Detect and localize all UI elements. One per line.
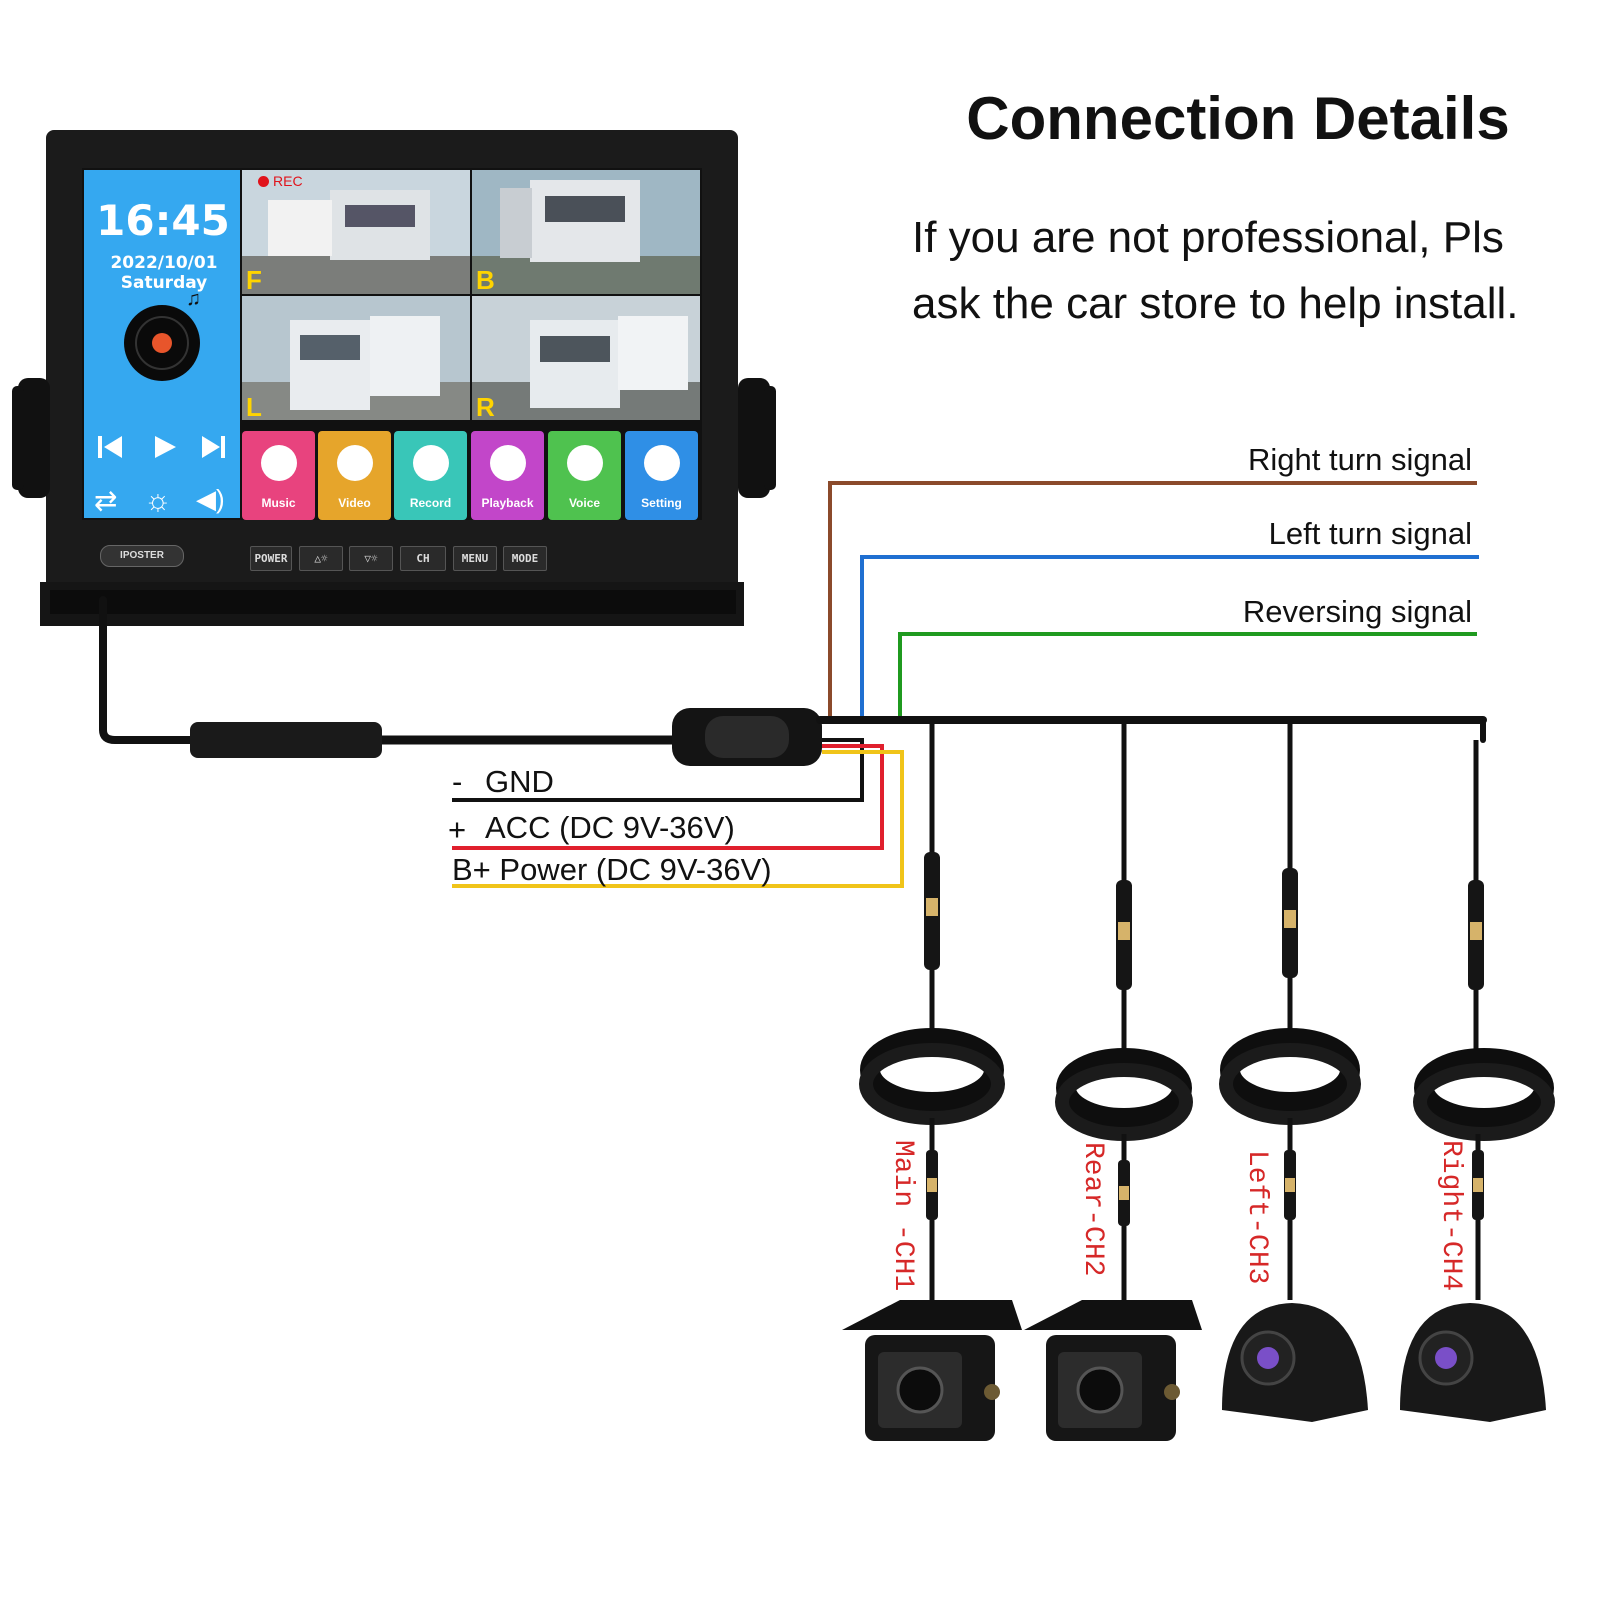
playback-icon xyxy=(490,445,526,481)
gnd-label: GND xyxy=(485,764,554,799)
camera-branch-ch1 xyxy=(842,720,1022,1441)
camera-quadrants xyxy=(242,170,700,420)
reversing-wire xyxy=(898,632,1477,716)
install-note-line-1: If you are not professional, Pls xyxy=(912,213,1504,262)
app-music[interactable]: Music xyxy=(242,431,315,520)
menu-button[interactable]: MENU xyxy=(453,546,497,571)
install-note: If you are not professional, Pls ask the… xyxy=(912,205,1592,337)
left-turn-wire xyxy=(860,555,1479,716)
screen-date: 2022/10/01 Saturday xyxy=(110,253,218,293)
app-video[interactable]: Video xyxy=(318,431,391,520)
acc-label: ACC (DC 9V-36V) xyxy=(485,810,735,845)
gnd-sign: - xyxy=(452,764,463,799)
quadrant-label-front: F xyxy=(246,265,262,295)
svg-text:◀): ◀) xyxy=(196,484,225,514)
app-playback[interactable]: Playback xyxy=(471,431,544,520)
record-icon xyxy=(413,445,449,481)
channel-button[interactable]: CH xyxy=(400,546,446,571)
quadrant-label-right: R xyxy=(476,392,495,422)
power-button[interactable]: POWER xyxy=(250,546,292,571)
microphone-icon xyxy=(567,445,603,481)
camera-label-ch1: Main -CH1 xyxy=(887,1140,918,1292)
camera-label-ch4: Right-CH4 xyxy=(1435,1140,1466,1292)
right-turn-signal-label: Right turn signal xyxy=(1247,442,1472,477)
camera-ch1-box xyxy=(842,1300,1022,1441)
svg-text:☼: ☼ xyxy=(144,484,172,517)
camera-label-ch2: Rear-CH2 xyxy=(1077,1142,1108,1277)
app-setting[interactable]: Setting xyxy=(625,431,698,520)
quadrant-label-back: B xyxy=(476,265,495,295)
reversing-signal-label: Reversing signal xyxy=(1242,594,1472,629)
app-voice[interactable]: Voice xyxy=(548,431,621,520)
acc-sign: + xyxy=(448,812,467,847)
camera-label-ch3: Left-CH3 xyxy=(1241,1150,1272,1285)
main-cable xyxy=(99,596,1487,766)
brightness-up-button[interactable]: △☼ xyxy=(299,546,343,571)
svg-text:♫: ♫ xyxy=(186,288,201,310)
camera-ch3-dome xyxy=(1222,1303,1368,1422)
camera-ch4-dome xyxy=(1400,1303,1546,1422)
mode-button[interactable]: MODE xyxy=(503,546,547,571)
acc-wire xyxy=(452,744,884,850)
brand-badge: IPOSTER xyxy=(100,545,184,567)
right-mount-knob xyxy=(738,378,776,498)
camera-ch2-box xyxy=(1024,1300,1202,1441)
quadrant-label-left: L xyxy=(246,392,262,422)
signal-wires xyxy=(828,481,1479,716)
brightness-down-button[interactable]: ▽☼ xyxy=(349,546,393,571)
screen-time: 16:45 xyxy=(96,196,230,245)
video-icon xyxy=(337,445,373,481)
camera-branch-ch3 xyxy=(1219,720,1368,1422)
left-turn-signal-label: Left turn signal xyxy=(1268,516,1472,551)
inline-connector xyxy=(190,722,382,758)
camera-branch-ch4 xyxy=(1400,740,1555,1422)
gnd-wire xyxy=(452,738,864,802)
power-wires xyxy=(452,738,904,888)
music-icon xyxy=(261,445,297,481)
media-controls: ⇄ ☼ ◀) xyxy=(94,436,225,517)
left-mount-knob xyxy=(12,378,50,498)
rec-indicator: REC xyxy=(258,173,303,189)
camera-branch-ch2 xyxy=(1024,720,1202,1441)
rec-dot-icon xyxy=(258,176,269,187)
monitor: ♫ ⇄ ☼ ◀) xyxy=(12,130,776,626)
svg-text:⇄: ⇄ xyxy=(94,485,117,516)
bplus-power-label: B+ Power (DC 9V-36V) xyxy=(452,852,772,887)
install-note-line-2: ask the car store to help install. xyxy=(912,279,1519,328)
page-title: Connection Details xyxy=(966,85,1510,152)
app-record[interactable]: Record xyxy=(394,431,467,520)
gear-icon xyxy=(644,445,680,481)
right-turn-wire xyxy=(828,481,1477,716)
bplus-wire xyxy=(452,750,904,888)
